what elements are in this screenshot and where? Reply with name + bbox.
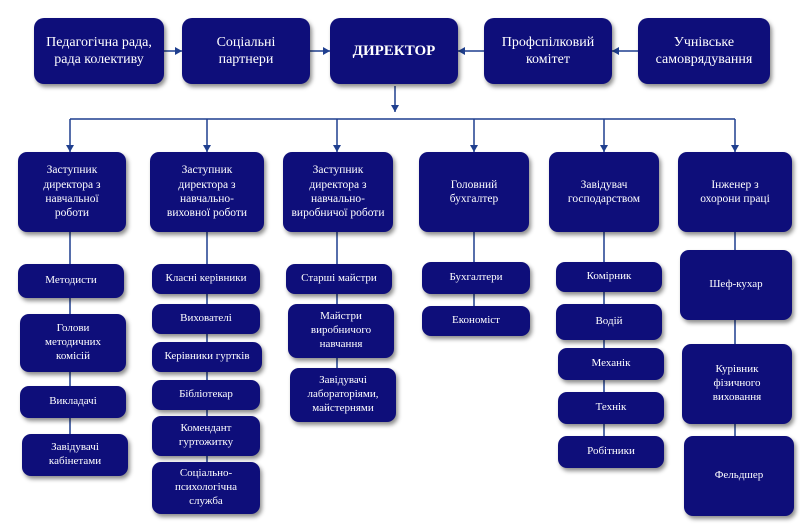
staff-economist: Економіст xyxy=(422,306,530,336)
staff-driver: Водій xyxy=(556,304,662,340)
student-government-box: Учнівське самоврядування xyxy=(638,18,770,84)
staff-club-leaders: Керівники гуртків xyxy=(152,342,262,372)
director-box: ДИРЕКТОР xyxy=(330,18,458,84)
staff-lab-workshop-heads: Завідувачі лабораторіями, майстернями xyxy=(290,368,396,422)
staff-dormitory-commandant: Комендант гуртожитку xyxy=(152,416,260,456)
staff-medical-assistant: Фельдшер xyxy=(684,436,794,516)
staff-accountants: Бухгалтери xyxy=(422,262,530,294)
staff-cabinet-heads: Завідувачі кабінетами xyxy=(22,434,128,476)
staff-senior-masters: Старші майстри xyxy=(286,264,392,294)
staff-librarian: Бібліотекар xyxy=(152,380,260,410)
staff-methodical-commission-heads: Голови методичних комісій xyxy=(20,314,126,372)
staff-production-masters: Майстри виробничого навчання xyxy=(288,304,394,358)
dept-facilities-manager: Завідувач господарством xyxy=(549,152,659,232)
trade-union-box: Профспілковий комітет xyxy=(484,18,612,84)
staff-storekeeper: Комірник xyxy=(556,262,662,292)
social-partners-box: Соціальні партнери xyxy=(182,18,310,84)
staff-technician: Технік xyxy=(558,392,664,424)
dept-production-deputy: Заступник директора з навчально- виробни… xyxy=(283,152,393,232)
staff-workers: Робітники xyxy=(558,436,664,468)
staff-lecturers: Викладачі xyxy=(20,386,126,418)
pedagogical-council-box: Педагогічна рада, рада колективу xyxy=(34,18,164,84)
staff-educators: Вихователі xyxy=(152,304,260,334)
dept-educational-deputy: Заступник директора з навчально- виховно… xyxy=(150,152,264,232)
staff-methodologists: Методисти xyxy=(18,264,124,298)
staff-mechanic: Механік xyxy=(558,348,664,380)
dept-academic-deputy: Заступник директора з навчальної роботи xyxy=(18,152,126,232)
staff-physical-education-head: Курівник фізичного виховання xyxy=(682,344,792,424)
dept-chief-accountant: Головний бухгалтер xyxy=(419,152,529,232)
dept-safety-engineer: Інженер з охорони праці xyxy=(678,152,792,232)
staff-class-teachers: Класні керівники xyxy=(152,264,260,294)
staff-social-psychological-service: Соціально- психологічна служба xyxy=(152,462,260,514)
staff-head-chef: Шеф-кухар xyxy=(680,250,792,320)
